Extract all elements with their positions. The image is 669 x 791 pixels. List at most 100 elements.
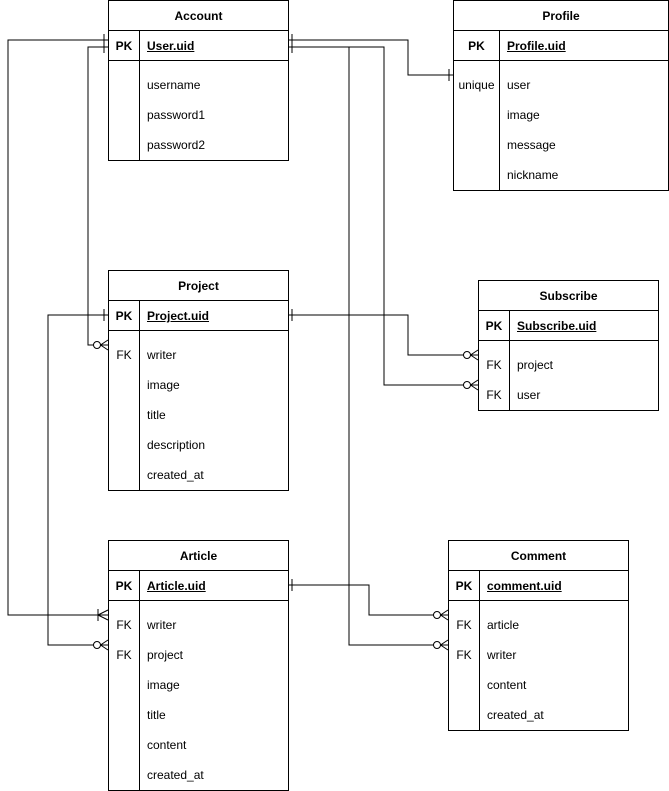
key-column-divider: [139, 571, 140, 790]
field-spacer: [109, 331, 288, 340]
field-row: password2: [109, 130, 288, 160]
field-key: [109, 370, 139, 400]
key-column-divider: [139, 301, 140, 490]
field-key: FK: [456, 648, 472, 662]
account-article-line: [7, 39, 108, 616]
field-row: created_at: [449, 700, 628, 730]
field-key: [109, 460, 139, 490]
field-name: writer: [147, 348, 177, 362]
account-comment-line: [348, 47, 448, 646]
pk-field-name: comment.uid: [487, 579, 562, 593]
project-article-many-crow-top: [100, 639, 109, 646]
field-row: FK user: [479, 380, 658, 410]
primary-key-row: PK User.uid: [109, 31, 288, 61]
field-name: user: [517, 388, 541, 402]
field-key: FK: [486, 358, 502, 372]
field-row: FK writer: [109, 340, 288, 370]
article-comment-many-circle: [433, 611, 441, 619]
account-subscribe-many-circle: [463, 381, 471, 389]
field-key: FK: [116, 618, 132, 632]
pk-label: PK: [115, 309, 133, 323]
key-column-divider: [509, 311, 510, 410]
account-project-many-circle: [93, 341, 101, 349]
account-comment-many-circle: [433, 641, 441, 649]
field-name: created_at: [487, 708, 544, 722]
field-key: [109, 730, 139, 760]
field-name: created_at: [147, 468, 204, 482]
field-name: password2: [147, 138, 206, 152]
account-comment-many-crow-bottom: [440, 644, 449, 651]
pk-label: PK: [115, 39, 133, 53]
field-key: [109, 670, 139, 700]
field-row: unique user: [454, 70, 668, 100]
project-subscribe-many-crow-top: [470, 349, 479, 356]
field-key: unique: [458, 78, 495, 92]
article-comment-many-crow-bottom: [440, 614, 449, 621]
pk-field-name: Profile.uid: [507, 39, 566, 53]
field-name: username: [147, 78, 201, 92]
entity-title: Profile: [454, 1, 668, 31]
account-project-many-crow-bottom: [100, 344, 109, 351]
pk-label: PK: [115, 579, 133, 593]
field-name: image: [147, 678, 180, 692]
entity-title: Subscribe: [479, 281, 658, 311]
project-article-many-crow-bottom: [100, 644, 109, 651]
field-name: project: [147, 648, 184, 662]
field-row: created_at: [109, 760, 288, 790]
field-key: [109, 400, 139, 430]
field-name: article: [487, 618, 520, 632]
project-subscribe-many-circle: [463, 351, 471, 359]
pk-field-name: Subscribe.uid: [517, 319, 597, 333]
account-subscribe-many-crow-bottom: [470, 384, 479, 391]
field-spacer: [109, 61, 288, 70]
field-spacer: [449, 601, 628, 610]
primary-key-row: PK Profile.uid: [454, 31, 668, 61]
pk-label: PK: [468, 39, 485, 53]
project-article-many-circle: [93, 641, 101, 649]
field-name: user: [507, 78, 531, 92]
field-name: writer: [487, 648, 517, 662]
project-subscribe-many-crow-bottom: [470, 354, 479, 361]
field-name: nickname: [507, 168, 559, 182]
article-comment-line: [289, 584, 448, 616]
field-key: [454, 130, 499, 160]
field-row: FK project: [109, 640, 288, 670]
field-key: FK: [116, 648, 132, 662]
field-name: description: [147, 438, 206, 452]
field-row: password1: [109, 100, 288, 130]
field-key: FK: [116, 348, 132, 362]
field-row: username: [109, 70, 288, 100]
field-key: [109, 70, 139, 100]
entity-title: Comment: [449, 541, 628, 571]
field-key: FK: [486, 388, 502, 402]
field-row: description: [109, 430, 288, 460]
account-project-line: [87, 46, 108, 346]
field-key: [449, 700, 479, 730]
article-comment-many-crow-top: [440, 609, 449, 616]
field-spacer: [109, 601, 288, 610]
account-profile-line: [289, 39, 453, 76]
field-row: created_at: [109, 460, 288, 490]
field-row: content: [449, 670, 628, 700]
pk-field-name: User.uid: [147, 39, 195, 53]
account-article-many-crow-bottom: [97, 614, 109, 621]
field-row: message: [454, 130, 668, 160]
key-column-divider: [479, 571, 480, 730]
key-column-divider: [139, 31, 140, 160]
pk-field-name: Project.uid: [147, 309, 210, 323]
field-key: [109, 130, 139, 160]
field-row: FK writer: [449, 640, 628, 670]
field-spacer: [479, 341, 658, 350]
field-key: [109, 430, 139, 460]
